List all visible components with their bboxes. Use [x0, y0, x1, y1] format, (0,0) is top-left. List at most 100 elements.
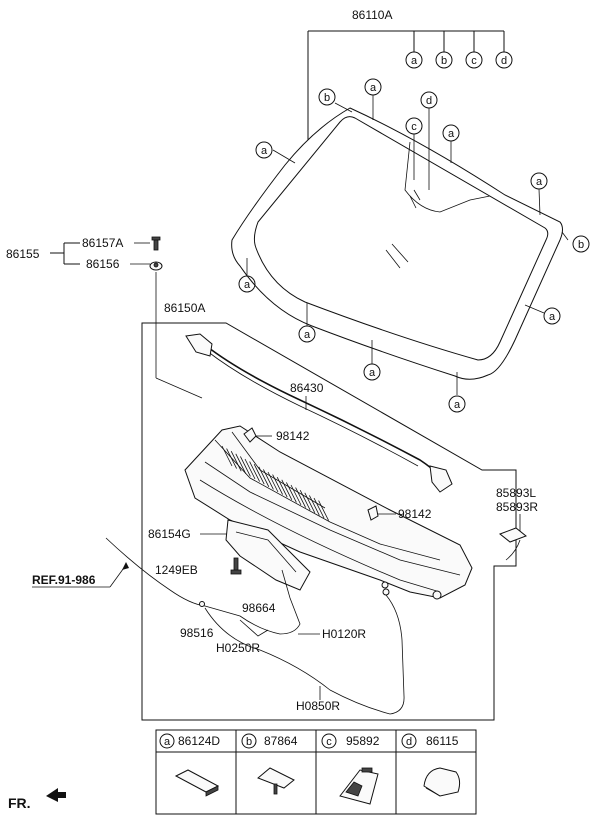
svg-text:a: a [369, 367, 376, 379]
callout-a-bottom-3: a [448, 395, 466, 413]
vent-louver [230, 451, 242, 472]
svg-text:a: a [448, 128, 455, 140]
callout-legend-table [155, 729, 477, 815]
part-1249EB-label: 1249EB [155, 563, 198, 577]
svg-text:a: a [454, 399, 461, 411]
cowl-side-cover-85893 [499, 527, 527, 561]
header-callout-a: a [405, 51, 423, 69]
callout-a-bottom-left: a [238, 275, 256, 293]
part-H0250R-label: H0250R [216, 641, 260, 655]
washer-nozzle-98142-lower [367, 505, 379, 521]
vent-louver [276, 477, 288, 498]
cowl-assembly-frame [141, 322, 517, 721]
vent-louver [309, 495, 320, 516]
header-callout-d: d [495, 51, 513, 69]
svg-text:a: a [411, 55, 418, 67]
weatherstrip-86430 [185, 333, 453, 493]
washer-hose-assembly [105, 537, 405, 715]
ref-91-986-label: REF.91-986 [32, 573, 96, 587]
part-86430-label: 86430 [290, 381, 324, 395]
svg-text:c: c [411, 121, 417, 133]
part-85893L-label: 85893L [496, 486, 536, 500]
windshield-callout-leaders [246, 95, 569, 395]
legend-cell-d: d 86115 [401, 733, 459, 749]
callout-b-top: b [318, 88, 336, 106]
windshield-assembly-bracket [307, 30, 505, 140]
windshield-glass [231, 107, 563, 380]
part-98142-upper-label: 98142 [276, 429, 310, 443]
vent-louver [313, 497, 325, 519]
callout-a-bottom-1: a [298, 325, 316, 343]
part-86150A-label: 86150A [164, 301, 205, 315]
legend-cell-a: a 86124D [159, 733, 220, 749]
svg-text:b: b [441, 55, 447, 67]
legend-cell-b: b 87864 [241, 733, 298, 749]
part-86156-label: 86156 [86, 257, 120, 271]
part-98516-label: 98516 [180, 626, 214, 640]
svg-text:b: b [246, 736, 252, 748]
part-85893R-label: 85893R [496, 500, 538, 514]
part-86157A-label: 86157A [82, 236, 123, 250]
legend-cell-c: c 95892 [321, 733, 380, 749]
svg-text:a: a [549, 311, 556, 323]
callout-a-left: a [255, 141, 273, 159]
part-98142-lower-label: 98142 [398, 507, 432, 521]
header-callout-b: b [435, 51, 453, 69]
callout-a-bottom-2: a [363, 363, 381, 381]
callout-d-sensor: d [420, 91, 438, 109]
part-H0120R-label: H0120R [322, 627, 366, 641]
vent-louver [295, 487, 306, 508]
vent-louver [272, 474, 283, 495]
vent-louver [281, 479, 293, 500]
cowl-vent-grille [221, 445, 329, 521]
pin-86157A [151, 236, 161, 251]
vent-louver [286, 482, 297, 503]
svg-text:d: d [426, 95, 432, 107]
svg-text:a: a [304, 329, 311, 341]
part-H0850R-label: H0850R [296, 699, 340, 713]
callout-a-right-top: a [530, 172, 548, 190]
part-86110A-label: 86110A [352, 8, 392, 22]
pad-87864-sketch [257, 767, 295, 795]
part-86155-label: 86155 [6, 247, 40, 261]
vent-louver [235, 453, 247, 474]
legend-part-b: 87864 [264, 734, 298, 748]
part-86154G-label: 86154G [148, 527, 191, 541]
ref-arrow-icon [122, 562, 129, 570]
svg-text:b: b [324, 92, 330, 104]
bracket-95892-sketch [339, 767, 379, 805]
vent-louver [240, 456, 251, 477]
svg-text:a: a [244, 279, 251, 291]
callout-a-top: a [364, 78, 382, 96]
front-direction-label: FR. [8, 795, 31, 811]
vent-louver [290, 484, 302, 506]
legend-part-c: 95892 [346, 734, 380, 748]
svg-text:a: a [261, 145, 268, 157]
vent-louver [253, 464, 265, 485]
front-arrow-icon [46, 788, 66, 802]
cap-86115-sketch [423, 767, 461, 797]
svg-text:a: a [536, 176, 543, 188]
svg-text:c: c [471, 55, 477, 67]
vent-louver [299, 490, 311, 511]
callout-c-sensor: c [405, 117, 423, 135]
vent-louver [226, 448, 237, 469]
cowl-lower-panel-86154G [225, 519, 311, 591]
svg-text:b: b [578, 239, 584, 251]
callout-b-right: b [572, 235, 590, 253]
vent-louver [304, 492, 316, 513]
spacer-86124D-sketch [174, 769, 220, 797]
vent-louver [263, 469, 274, 490]
callout-a-upper-right: a [442, 124, 460, 142]
clip-leader-2 [155, 377, 203, 399]
svg-text:d: d [501, 55, 507, 67]
vent-louver [221, 445, 233, 467]
vent-louver [267, 471, 279, 493]
svg-text:c: c [326, 736, 332, 748]
bolt-1249EB [230, 557, 242, 575]
vent-louver [249, 461, 260, 482]
header-callout-c: c [465, 51, 483, 69]
clip-86156 [149, 261, 163, 271]
fastener-group-bracket [50, 242, 150, 265]
